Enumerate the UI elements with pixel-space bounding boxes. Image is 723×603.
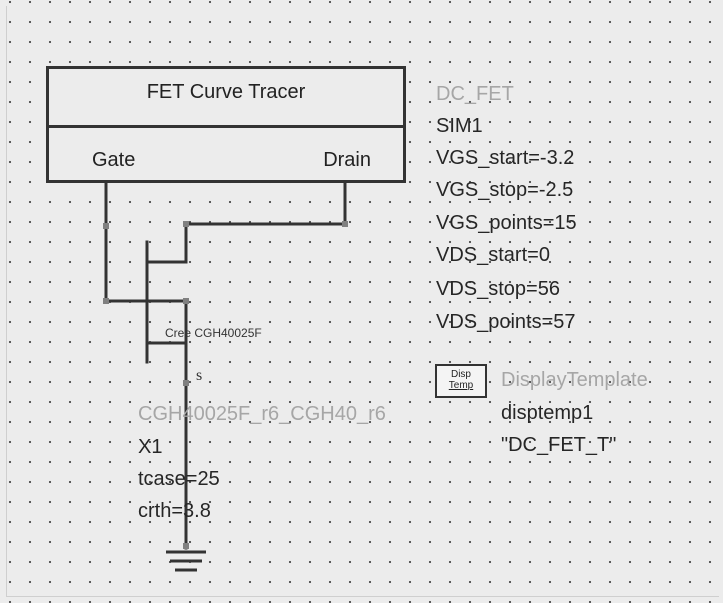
display-template-value[interactable]: "DC_FET_T" (501, 434, 617, 456)
transistor-model[interactable]: CGH40025F_r6_CGH40_r6 (138, 403, 386, 425)
transistor-param[interactable]: crth=3.8 (138, 500, 211, 522)
temp-icon-text: Temp (448, 380, 474, 391)
transistor-param[interactable]: tcase=25 (138, 468, 220, 490)
block-divider (49, 125, 403, 128)
drain-port-label: Drain (323, 149, 371, 171)
display-template-type[interactable]: DisplayTemplate (501, 369, 648, 391)
fet-curve-tracer-block[interactable]: FET Curve Tracer Gate Drain (46, 66, 406, 183)
gate-port-label: Gate (92, 149, 136, 171)
display-template-instance[interactable]: disptemp1 (501, 402, 594, 424)
sim-param[interactable]: VDS_points=57 (436, 311, 576, 333)
sim-param[interactable]: VGS_start=-3.2 (436, 147, 575, 169)
sim-param[interactable]: VDS_stop=56 (436, 278, 560, 300)
sim-instance[interactable]: SIM1 (436, 115, 483, 137)
ground-icon (166, 550, 206, 572)
gate-wire (104, 181, 149, 303)
drain-wire (145, 181, 347, 264)
transistor-vendor-label: Cree CGH40025F (165, 326, 262, 340)
disp-icon-text: Disp (450, 369, 471, 380)
transistor-instance[interactable]: X1 (138, 436, 163, 458)
sim-name[interactable]: DC_FET (436, 83, 514, 105)
node-markers (103, 221, 348, 549)
source-pin-label: s (196, 367, 203, 384)
sim-param[interactable]: VGS_points=15 (436, 212, 577, 234)
block-title: FET Curve Tracer (146, 81, 306, 103)
sim-param[interactable]: VGS_stop=-2.5 (436, 179, 574, 201)
sim-param[interactable]: VDS_start=0 (436, 244, 550, 266)
display-template-icon[interactable]: Disp Temp (435, 364, 487, 398)
